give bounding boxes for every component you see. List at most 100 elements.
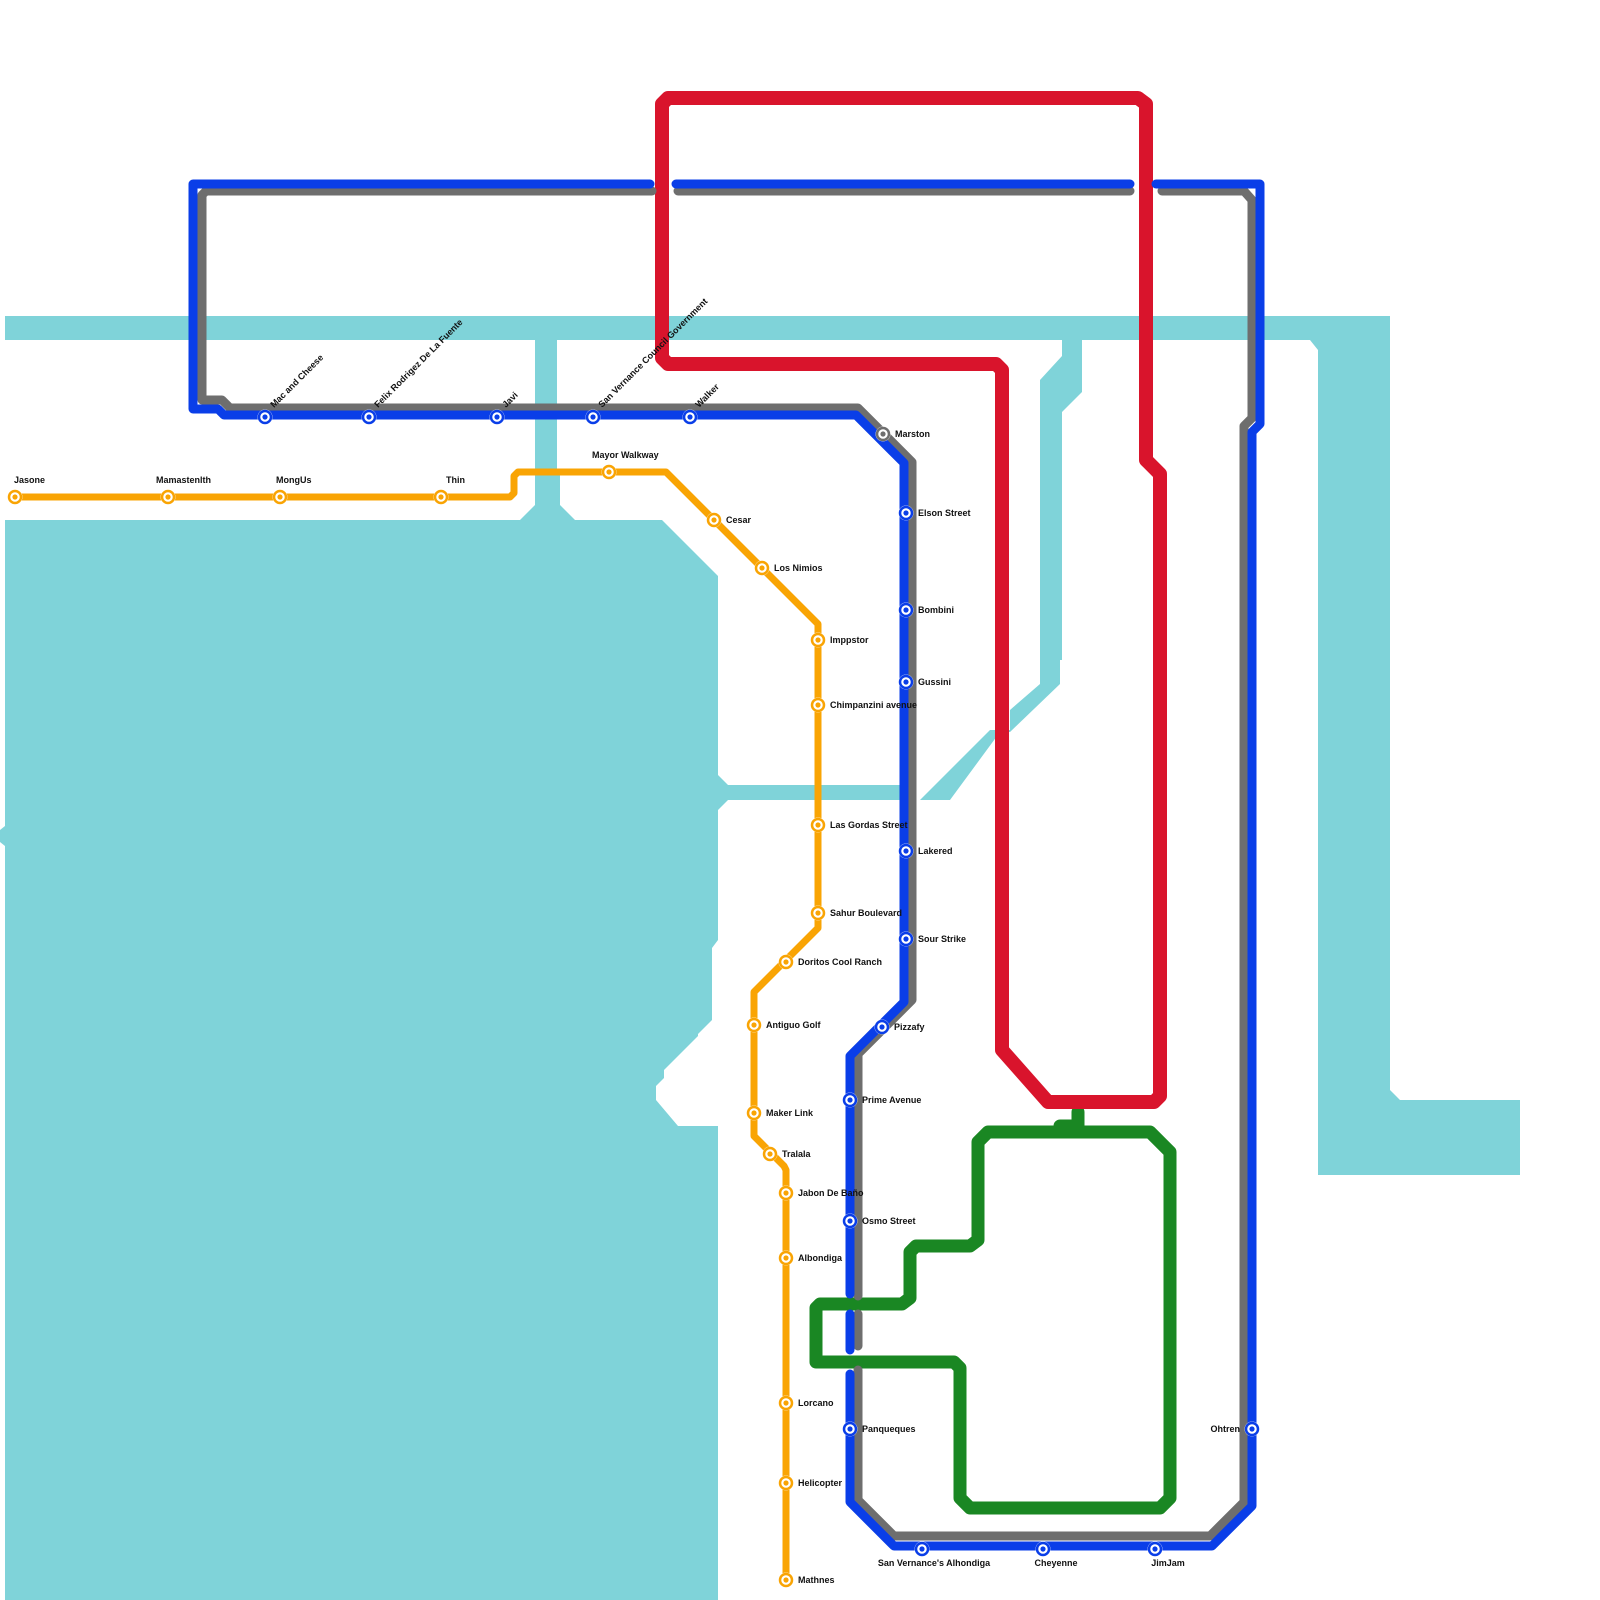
station-label-gussini: Gussini [918, 677, 951, 687]
station-cheyenne[interactable] [1035, 1541, 1051, 1557]
station-imppstor[interactable] [810, 632, 826, 648]
station-helicopter[interactable] [778, 1475, 794, 1491]
station-label-imppstor: Imppstor [830, 635, 869, 645]
station-label-chimpanzini-avenue: Chimpanzini avenue [830, 700, 917, 710]
station-marker-dot [903, 510, 909, 516]
station-marker-dot [1249, 1426, 1255, 1432]
station-panqueques[interactable] [842, 1421, 858, 1437]
station-marker-ring [778, 1475, 794, 1491]
station-label-prime-avenue: Prime Avenue [862, 1095, 921, 1105]
station-label-sour-strike: Sour Strike [918, 934, 966, 944]
station-marker-ring [778, 954, 794, 970]
station-marker-ring [810, 697, 826, 713]
station-label-mongus: MongUs [276, 475, 312, 485]
station-marker-ring [874, 1019, 890, 1035]
station-marker-dot [783, 1190, 789, 1196]
station-marker-ring [898, 602, 914, 618]
station-marker-ring [778, 1572, 794, 1588]
route-blue[interactable] [188, 179, 1265, 1551]
station-mathnes[interactable] [778, 1572, 794, 1588]
station-gussini[interactable] [898, 674, 914, 690]
station-marker-dot [903, 848, 909, 854]
station-javi[interactable] [489, 409, 505, 425]
station-label-san-vernance-albondiga: San Vernance's Alhondiga [878, 1558, 991, 1568]
station-marker-ring [898, 931, 914, 947]
station-marker-dot [606, 469, 612, 475]
station-label-mayor-walkway: Mayor Walkway [592, 450, 659, 460]
station-sour-strike[interactable] [898, 931, 914, 947]
station-marker-ring [7, 489, 23, 505]
station-thin[interactable] [433, 489, 449, 505]
station-las-gordas-street[interactable] [810, 817, 826, 833]
station-ohtren[interactable] [1244, 1421, 1260, 1437]
station-prime-avenue[interactable] [842, 1092, 858, 1108]
station-doritos-cool-ranch[interactable] [778, 954, 794, 970]
station-label-elson-street: Elson Street [918, 508, 971, 518]
route-orange[interactable] [11, 468, 822, 1584]
station-mongus[interactable] [272, 489, 288, 505]
station-walker[interactable] [682, 409, 698, 425]
station-marker-dot [815, 910, 821, 916]
station-marker-ring [1035, 1541, 1051, 1557]
station-san-vernance-albondiga[interactable] [914, 1541, 930, 1557]
station-cesar[interactable] [706, 512, 722, 528]
station-marker-ring [746, 1017, 762, 1033]
station-marker-ring [1147, 1541, 1163, 1557]
station-albondiga[interactable] [778, 1250, 794, 1266]
station-marker-ring [778, 1185, 794, 1201]
station-marker-ring [842, 1092, 858, 1108]
station-marker-ring [914, 1541, 930, 1557]
station-label-jasone: Jasone [14, 475, 45, 485]
station-marker-dot [277, 494, 283, 500]
station-pizzafy[interactable] [874, 1019, 890, 1035]
route-green[interactable] [809, 1105, 1177, 1515]
station-sahur-boulevard[interactable] [810, 905, 826, 921]
station-marker-dot [590, 414, 596, 420]
station-lakered[interactable] [898, 843, 914, 859]
station-marker-ring [746, 1105, 762, 1121]
station-jabon-de-bano[interactable] [778, 1185, 794, 1201]
station-marker-ring [272, 489, 288, 505]
station-mac-and-cheese[interactable] [257, 409, 273, 425]
station-marker-dot [880, 431, 886, 437]
station-marker-ring [875, 426, 891, 442]
station-label-mac-and-cheese: Mac and Cheese [268, 352, 325, 409]
station-lorcano[interactable] [778, 1395, 794, 1411]
station-san-vernance-council[interactable] [585, 409, 601, 425]
station-mayor-walkway[interactable] [601, 464, 617, 480]
station-jimjam[interactable] [1147, 1541, 1163, 1557]
station-marker-ring [601, 464, 617, 480]
water-east-arm [1310, 316, 1520, 1175]
station-antiguo-golf[interactable] [746, 1017, 762, 1033]
station-marker-dot [751, 1110, 757, 1116]
station-los-nimios[interactable] [754, 560, 770, 576]
station-osmo-street[interactable] [842, 1213, 858, 1229]
station-label-sahur-boulevard: Sahur Boulevard [830, 908, 902, 918]
station-felix-rodrigez[interactable] [361, 409, 377, 425]
station-tralala[interactable] [762, 1146, 778, 1162]
station-elson-street[interactable] [898, 505, 914, 521]
station-maker-link[interactable] [746, 1105, 762, 1121]
station-bombini[interactable] [898, 602, 914, 618]
station-jasone[interactable] [7, 489, 23, 505]
station-marker-dot [903, 936, 909, 942]
station-marker-dot [815, 637, 821, 643]
station-label-mathnes: Mathnes [798, 1575, 835, 1585]
route-red[interactable] [655, 91, 1167, 1109]
station-chimpanzini-avenue[interactable] [810, 697, 826, 713]
station-marker-dot [847, 1097, 853, 1103]
station-marker-ring [810, 817, 826, 833]
station-marker-ring [706, 512, 722, 528]
station-marker-ring [898, 505, 914, 521]
station-label-antiguo-golf: Antiguo Golf [766, 1020, 821, 1030]
station-marston[interactable] [875, 426, 891, 442]
station-label-maker-link: Maker Link [766, 1108, 814, 1118]
station-label-pizzafy: Pizzafy [894, 1022, 925, 1032]
station-mamastenlth[interactable] [160, 489, 176, 505]
station-marker-dot [751, 1022, 757, 1028]
station-marker-dot [759, 565, 765, 571]
station-marker-dot [262, 414, 268, 420]
route-gray[interactable] [197, 186, 1257, 1541]
station-label-jimjam: JimJam [1151, 1558, 1185, 1568]
